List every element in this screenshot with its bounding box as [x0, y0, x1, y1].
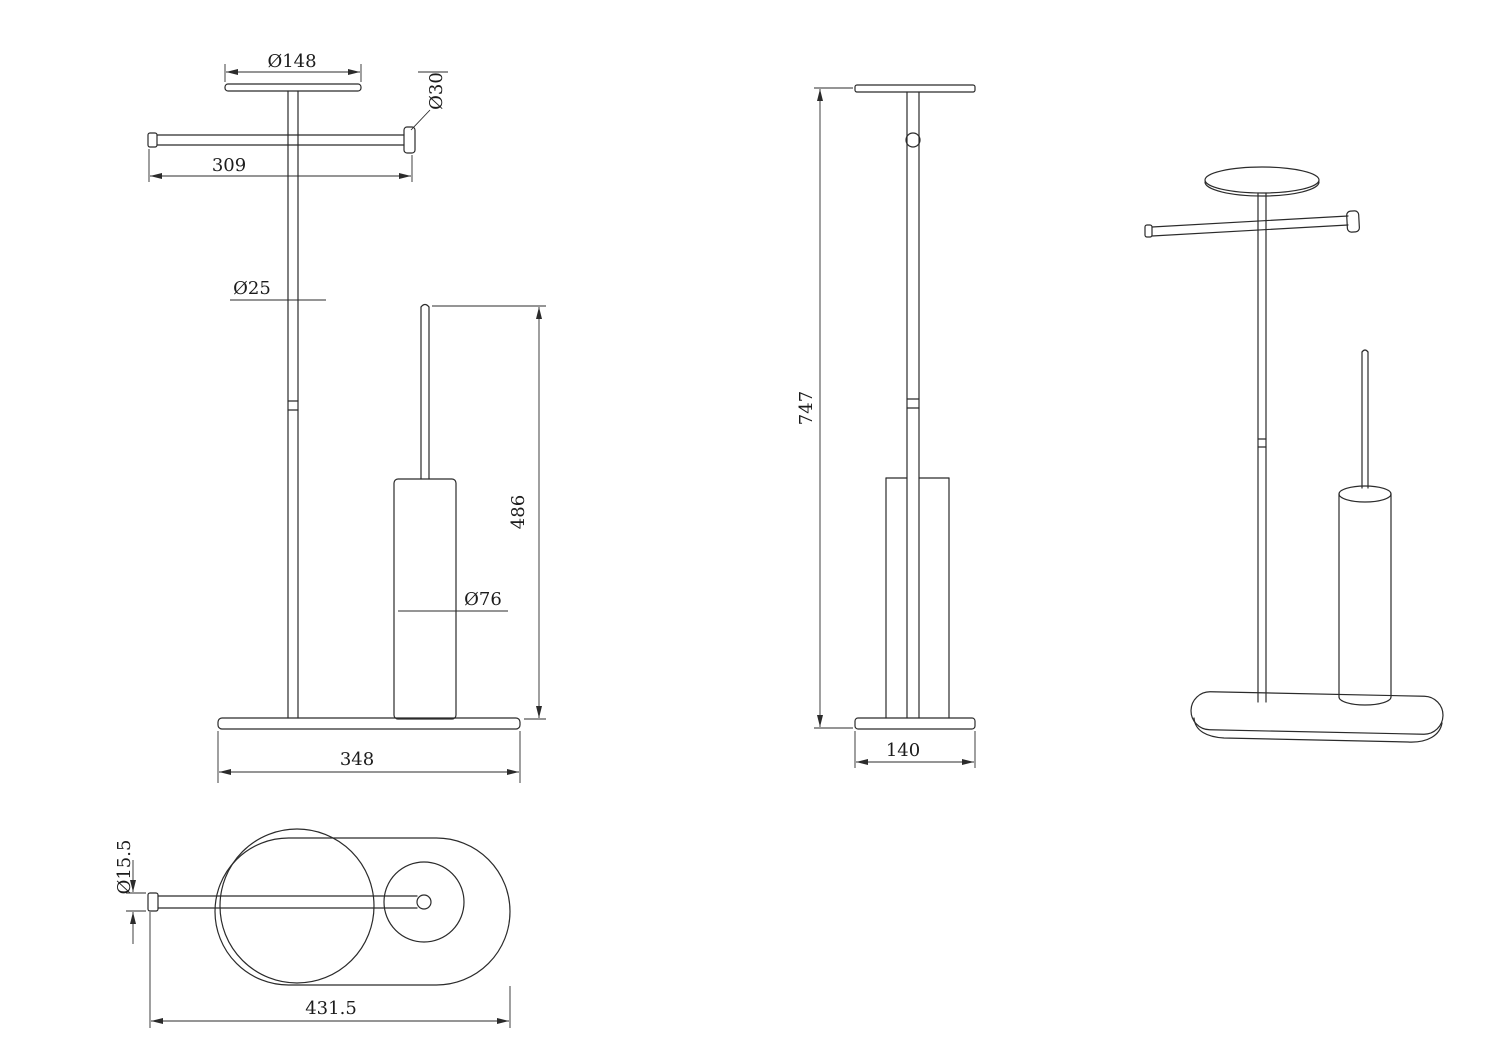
front-view: Ø148 309 Ø30 Ø25 Ø76 486 — [147, 51, 546, 783]
front-dim-brush-height — [432, 305, 546, 720]
front-dim-bar-length — [148, 149, 413, 182]
front-dim-bar-end-diameter — [410, 71, 448, 131]
persp-top-plate — [1204, 166, 1320, 197]
perspective-view — [1144, 166, 1444, 743]
side-dim-total-height — [814, 87, 853, 729]
persp-base-plate — [1190, 691, 1444, 743]
front-bar-length-label: 309 — [212, 155, 246, 176]
top-base-outline — [214, 837, 511, 986]
front-bar-end-diameter-label: Ø30 — [426, 72, 447, 110]
front-plate-diameter-label: Ø148 — [267, 51, 316, 72]
side-top-plate — [854, 84, 976, 93]
top-plate-circle — [219, 828, 375, 984]
front-dim-base-width — [217, 731, 521, 783]
side-dim-base-depth — [854, 731, 976, 768]
front-base-plate — [217, 717, 521, 730]
top-dim-base-length — [149, 912, 511, 1028]
side-total-height-label: 747 — [796, 391, 817, 425]
top-bar-diameter-label: Ø15.5 — [114, 840, 135, 895]
top-view: Ø15.5 431.5 — [114, 828, 511, 1028]
side-base-plate — [854, 717, 976, 730]
top-brush-circle — [383, 861, 465, 943]
front-brush-height-label: 486 — [508, 495, 529, 529]
front-brush-set — [393, 303, 457, 720]
front-brush-diameter-label: Ø76 — [464, 589, 502, 610]
front-dim-plate-diameter — [224, 64, 362, 82]
front-base-width-label: 348 — [340, 749, 374, 770]
front-roll-bar — [147, 126, 416, 154]
front-top-plate — [224, 83, 362, 92]
persp-brush-set — [1338, 349, 1392, 706]
front-pole — [287, 90, 299, 719]
side-pole — [905, 91, 921, 719]
front-pole-diameter-label: Ø25 — [233, 278, 271, 299]
top-roll-bar — [147, 892, 418, 912]
top-base-length-label: 431.5 — [305, 998, 357, 1019]
persp-pole — [1257, 192, 1267, 703]
top-dim-bar-diameter — [126, 860, 146, 944]
side-base-depth-label: 140 — [886, 740, 920, 761]
side-view: 747 140 — [796, 84, 976, 768]
persp-roll-bar — [1144, 210, 1360, 238]
side-brush-holder — [885, 477, 950, 719]
